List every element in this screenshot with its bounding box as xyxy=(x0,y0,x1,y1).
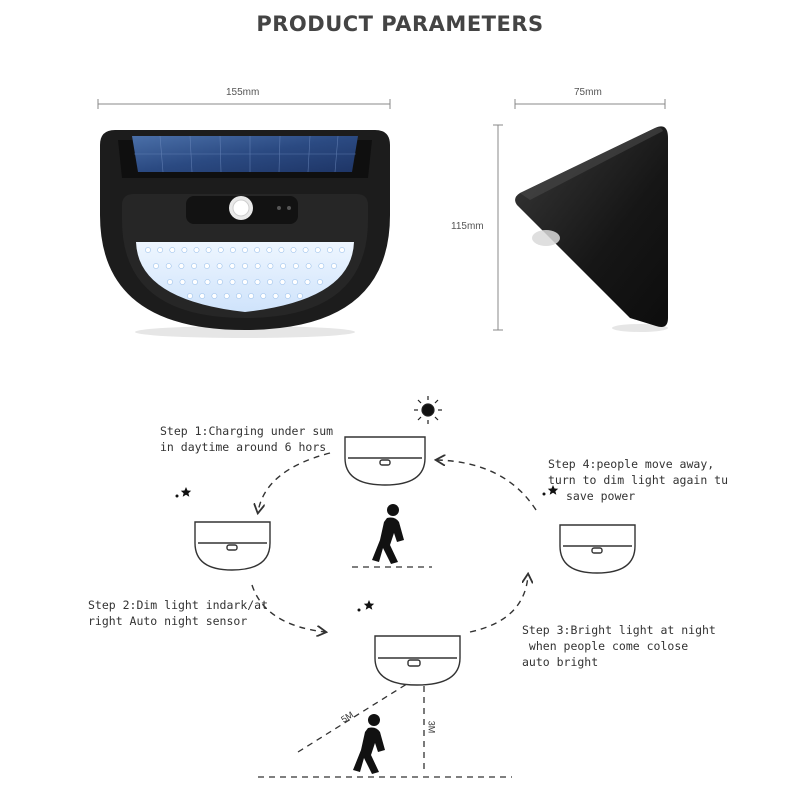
led-dot xyxy=(280,263,286,269)
depth-dimension-label: 75mm xyxy=(574,87,602,98)
led-dot xyxy=(272,293,279,299)
led-dot xyxy=(297,293,303,299)
lamp-icon-bottom xyxy=(374,635,461,686)
step3-line1: Step 3:Bright light at night xyxy=(522,623,716,637)
moon-star-icon-right xyxy=(518,485,559,522)
cycle-arrows xyxy=(251,452,537,632)
led-dot xyxy=(242,247,248,253)
led-dot xyxy=(229,279,236,285)
led-dot xyxy=(292,263,299,269)
led-dot xyxy=(145,247,151,253)
led-dot xyxy=(199,293,206,299)
step4-line2: turn to dim light again tu xyxy=(548,473,729,487)
led-dot xyxy=(178,263,185,269)
led-dot xyxy=(187,293,193,299)
led-dot xyxy=(204,279,211,285)
step4-line3: save power xyxy=(566,489,636,503)
led-dot xyxy=(211,293,218,299)
led-dot xyxy=(284,293,291,299)
led-dot xyxy=(317,279,323,285)
led-dot xyxy=(278,247,285,253)
step1-line2: in daytime around 6 hors xyxy=(160,440,327,454)
led-dot xyxy=(242,263,248,269)
step3-text: Step 3:Bright light at night when people… xyxy=(522,622,716,670)
detection-range-lines xyxy=(297,681,425,772)
led-dot xyxy=(229,247,236,253)
page-title: PRODUCT PARAMETERS xyxy=(256,12,544,36)
walking-person-icon-center xyxy=(372,504,404,564)
led-dot xyxy=(217,247,224,253)
led-dot xyxy=(216,263,223,269)
led-dot xyxy=(254,263,261,269)
step2-line2: right Auto night sensor xyxy=(88,614,248,628)
led-dot xyxy=(167,279,173,285)
walking-person-icon-bottom xyxy=(353,714,385,774)
width-dimension-line xyxy=(97,99,391,109)
led-dot xyxy=(339,247,345,253)
led-dot xyxy=(248,293,254,299)
led-dot xyxy=(302,247,309,253)
height-dimension-line xyxy=(493,124,503,331)
step1-line1: Step 1:Charging under sum xyxy=(160,424,334,438)
lamp-icon-left xyxy=(194,521,271,571)
led-dot xyxy=(242,279,248,285)
lamp-side-view xyxy=(515,126,668,332)
depth-dimension-line xyxy=(514,99,666,109)
step4-text: Step 4:people move away, turn to dim lig… xyxy=(548,456,728,504)
led-dot xyxy=(193,247,200,253)
step4-line1: Step 4:people move away, xyxy=(548,457,715,471)
led-dot xyxy=(267,279,273,285)
led-dot xyxy=(229,263,236,269)
step1-text: Step 1:Charging under sum in daytime aro… xyxy=(160,423,333,455)
moon-star-icon-bottom xyxy=(336,600,375,638)
sun-icon xyxy=(414,396,442,424)
led-dot xyxy=(153,263,159,269)
led-dot xyxy=(292,279,298,285)
led-dot xyxy=(326,247,333,253)
led-dot xyxy=(179,279,186,285)
led-dot xyxy=(318,263,325,269)
led-dot xyxy=(305,263,312,269)
led-dot xyxy=(254,279,261,285)
step2-text: Step 2:Dim light indark/at right Auto ni… xyxy=(88,597,268,629)
lamp-front-view xyxy=(100,130,390,338)
ground-lines xyxy=(258,566,512,778)
led-dot xyxy=(290,247,297,253)
lamp-icon-top xyxy=(344,436,426,486)
led-dot xyxy=(235,293,242,299)
led-dot xyxy=(267,263,274,269)
led-dot xyxy=(279,279,286,285)
led-dot xyxy=(254,247,260,253)
led-dot xyxy=(165,263,172,269)
led-dot xyxy=(192,279,198,285)
led-dot xyxy=(223,293,230,299)
led-dot xyxy=(181,247,188,253)
led-dot xyxy=(205,247,212,253)
vertical-distance-label: 3M xyxy=(426,720,437,734)
led-dot xyxy=(331,263,337,269)
height-dimension-label: 115mm xyxy=(451,221,484,232)
step3-line3: auto bright xyxy=(522,655,599,669)
moon-star-icon-left xyxy=(158,487,192,522)
lamp-icon-right xyxy=(559,524,636,574)
led-dot xyxy=(260,293,267,299)
step3-line2: when people come colose xyxy=(522,639,689,653)
width-dimension-label: 155mm xyxy=(226,87,260,98)
led-dot xyxy=(203,263,210,269)
led-dot xyxy=(304,279,311,285)
led-dot xyxy=(266,247,273,253)
led-dot xyxy=(217,279,223,285)
step2-line1: Step 2:Dim light indark/at xyxy=(88,598,269,612)
led-dot xyxy=(191,263,197,269)
led-dots xyxy=(145,247,345,299)
led-dot xyxy=(169,247,176,253)
led-dot xyxy=(157,247,163,253)
led-dot xyxy=(314,247,321,253)
